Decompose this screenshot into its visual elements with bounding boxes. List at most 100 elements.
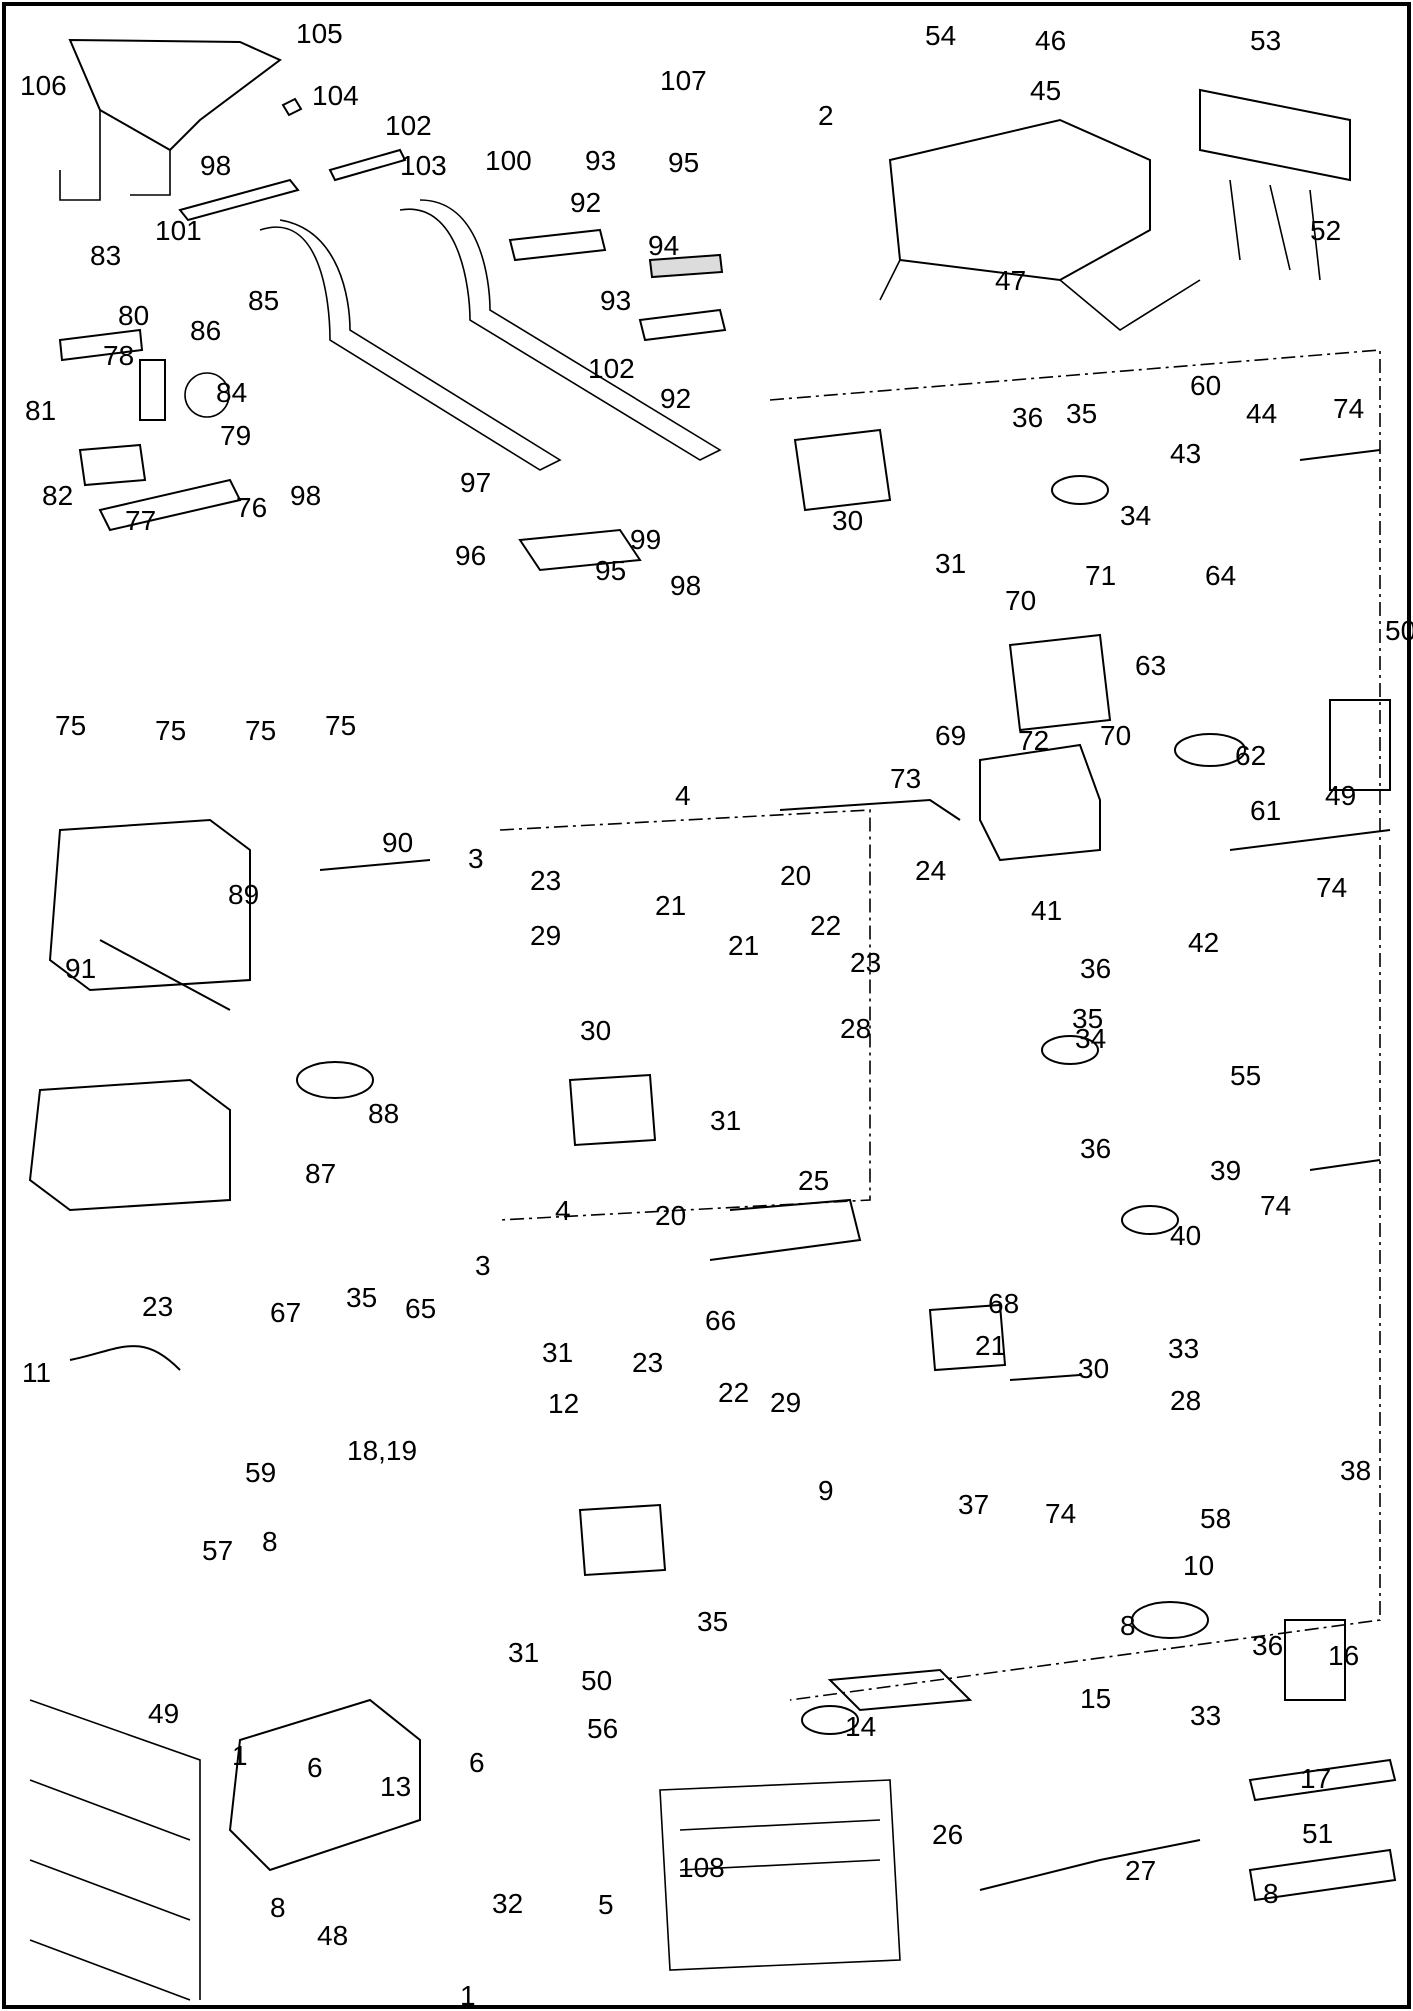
tube-90 — [319, 859, 431, 871]
pump-unit-upper-left — [48, 818, 251, 992]
callout-6: 6 — [469, 1747, 485, 1778]
callout-30: 30 — [580, 1015, 611, 1046]
callout-35: 35 — [346, 1282, 377, 1313]
callout-8: 8 — [262, 1526, 278, 1557]
callout-34: 34 — [1075, 1023, 1106, 1054]
filters — [296, 475, 1246, 1735]
tube-74-right — [1309, 1159, 1381, 1171]
callout-84: 84 — [216, 377, 247, 408]
lower-frame-assembly — [29, 1668, 1397, 2001]
callout-4: 4 — [555, 1195, 571, 1226]
connector-82 — [78, 443, 147, 487]
callout-42: 42 — [1188, 927, 1219, 958]
callout-13: 13 — [380, 1771, 411, 1802]
callout-39: 39 — [1210, 1155, 1241, 1186]
motor-49-upper — [1329, 699, 1391, 791]
callout-51: 51 — [1302, 1818, 1333, 1849]
callout-2: 2 — [818, 100, 834, 131]
callout-95: 95 — [668, 147, 699, 178]
callout-49: 49 — [148, 1698, 179, 1729]
callout-21: 21 — [728, 930, 759, 961]
callout-95: 95 — [595, 555, 626, 586]
callout-27: 27 — [1125, 1855, 1156, 1886]
harness-52 — [1229, 179, 1321, 281]
callout-66: 66 — [705, 1305, 736, 1336]
connector-92a — [508, 228, 607, 262]
flat-cable-101 — [259, 219, 562, 471]
chassis-bottom — [659, 1779, 901, 1971]
callout-24: 24 — [915, 855, 946, 886]
bracket-96 — [518, 528, 642, 572]
filter-62 — [1174, 733, 1246, 767]
callout-8: 8 — [1120, 1610, 1136, 1641]
callout-18-19: 18,19 — [347, 1435, 417, 1466]
callout-29: 29 — [530, 920, 561, 951]
tube-74-upper — [1299, 449, 1381, 461]
callout-48: 48 — [317, 1920, 348, 1951]
callout-72: 72 — [1018, 725, 1049, 756]
callout-40: 40 — [1170, 1220, 1201, 1251]
callout-20: 20 — [780, 860, 811, 891]
callout-71: 71 — [1085, 560, 1116, 591]
valve-30-bottom — [578, 1503, 667, 1577]
left-clamp-assembly — [58, 328, 242, 532]
callout-9: 9 — [818, 1475, 834, 1506]
callout-8: 8 — [1263, 1878, 1279, 1909]
callout-98: 98 — [200, 150, 231, 181]
manifold-70 — [1008, 633, 1112, 732]
callout-107: 107 — [660, 65, 707, 96]
callout-1: 1 — [460, 1980, 476, 2011]
callout-6: 6 — [307, 1752, 323, 1783]
callout-22: 22 — [810, 910, 841, 941]
tube-18-19 — [69, 1345, 181, 1371]
callout-75: 75 — [325, 710, 356, 741]
callout-41: 41 — [1031, 895, 1062, 926]
callout-93: 93 — [585, 145, 616, 176]
cable-108 — [979, 1839, 1201, 1891]
valve-30-upper — [793, 428, 892, 512]
callout-99: 99 — [630, 524, 661, 555]
callout-15: 15 — [1080, 1683, 1111, 1714]
callout-31: 31 — [935, 548, 966, 579]
top-right-bracket-assembly — [879, 88, 1351, 331]
valve-30-middle — [568, 1073, 657, 1147]
flat-cables-group — [259, 199, 727, 572]
callout-77: 77 — [125, 505, 156, 536]
screw-104 — [281, 97, 303, 117]
callout-102: 102 — [588, 353, 635, 384]
filter-35-d — [801, 1705, 859, 1735]
callout-108: 108 — [678, 1852, 725, 1883]
callout-101: 101 — [155, 215, 202, 246]
callout-33: 33 — [1168, 1333, 1199, 1364]
callout-54: 54 — [925, 20, 956, 51]
callout-4: 4 — [675, 780, 691, 811]
callout-83: 83 — [90, 240, 121, 271]
callout-53: 53 — [1250, 25, 1281, 56]
bracket-26 — [827, 1668, 973, 1712]
tube-25 — [709, 1198, 862, 1261]
plate-48 — [1248, 1848, 1397, 1902]
callout-47: 47 — [995, 265, 1026, 296]
callout-106: 106 — [20, 70, 67, 101]
filter-88 — [296, 1061, 374, 1099]
callout-36: 36 — [1080, 1133, 1111, 1164]
plate-77 — [98, 478, 242, 532]
callout-25: 25 — [798, 1165, 829, 1196]
callout-92: 92 — [660, 383, 691, 414]
callout-93: 93 — [600, 285, 631, 316]
callout-44: 44 — [1246, 398, 1277, 429]
callout-104: 104 — [312, 80, 359, 111]
callout-50: 50 — [1385, 615, 1413, 646]
callout-17: 17 — [1300, 1763, 1331, 1794]
bracket-78 — [139, 359, 166, 421]
callout-90: 90 — [382, 827, 413, 858]
callout-59: 59 — [245, 1457, 276, 1488]
filter-57 — [1131, 1601, 1209, 1639]
callout-1: 1 — [232, 1740, 248, 1771]
callout-87: 87 — [305, 1158, 336, 1189]
callout-74: 74 — [1333, 393, 1364, 424]
callout-100: 100 — [485, 145, 532, 176]
pump-unit-lower-left — [28, 1078, 231, 1212]
cover-105-bracket — [59, 110, 171, 201]
